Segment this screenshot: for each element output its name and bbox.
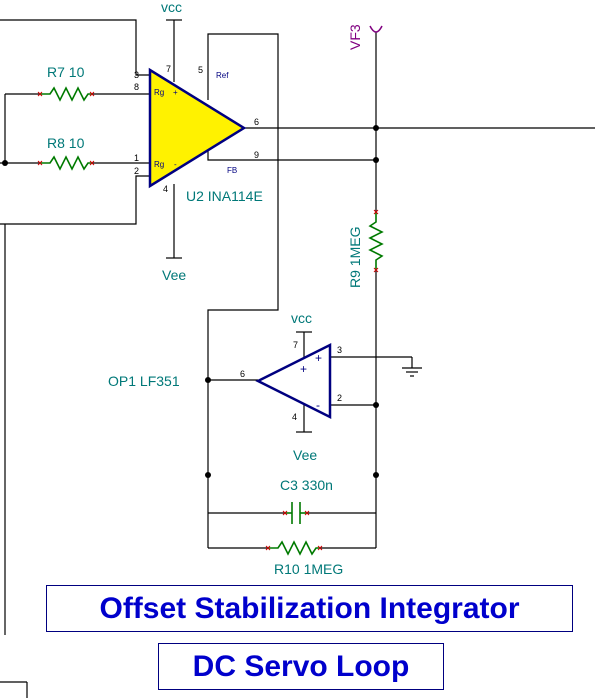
op1-label: OP1 LF351 [108,373,180,389]
r7-label: R7 10 [47,64,85,80]
u2-vcc-label: vcc [161,0,182,15]
u2-pin-7: 7 [166,64,171,74]
r9-label: R9 1MEG [347,227,363,288]
u2-rg-top-label: Rg [154,88,164,97]
op1-pin-3: 3 [337,345,342,355]
u2-pin-3: 3 [134,70,139,80]
main-title-box: Offset Stabilization Integrator [46,585,573,632]
u2-pin-1: 1 [134,153,139,163]
op-amp-op1[interactable]: + + - OP1 LF351 7 4 3 2 6 [108,340,342,422]
wires [0,19,595,698]
op1-pin-2: 2 [337,393,342,403]
capacitor-c3[interactable]: C3 330n [280,477,333,524]
resistor-r10[interactable]: R10 1MEG [268,540,343,577]
junction-dots [2,125,379,478]
junction-dot [373,472,379,478]
u2-body [148,67,247,189]
resistor-r7[interactable]: R7 10 [40,64,92,102]
u2-rg-bottom-label: Rg [154,160,164,169]
sub-title-box: DC Servo Loop [158,643,444,690]
u2-pin-9: 9 [254,150,259,160]
op1-pin-6: 6 [240,369,245,379]
resistor-r8[interactable]: R8 10 [40,135,92,171]
voltage-probe-vf3[interactable]: VF3 [347,24,383,50]
u2-minus-sign: - [174,160,177,169]
c3-label: C3 330n [280,477,333,493]
u2-pin-2: 2 [134,166,139,176]
r10-label: R10 1MEG [274,561,343,577]
op1-body [255,342,332,420]
u2-vee-label: Vee [162,267,186,283]
u2-pin-6: 6 [254,117,259,127]
junction-dot [205,472,211,478]
main-title: Offset Stabilization Integrator [99,591,520,625]
u2-plus-sign: + [173,88,178,97]
u2-pin-4: 4 [163,184,168,194]
vf3-label: VF3 [347,24,363,50]
op1-pin-7: 7 [293,340,298,350]
u2-pin-5: 5 [198,65,203,75]
resistor-r9[interactable]: R9 1MEG [347,212,384,288]
op1-inner-plus-sign: + [300,362,307,376]
probe-icon [369,25,383,33]
op1-minus-sign: - [316,398,320,412]
op1-vcc-label: vcc [291,310,312,326]
u2-pin-8: 8 [134,82,139,92]
op1-pin-4: 4 [292,412,297,422]
junction-dot [205,377,211,383]
op1-vee-label: Vee [293,447,317,463]
r8-label: R8 10 [47,135,85,151]
u2-fb-label: FB [227,166,237,175]
pin-markers [37,91,379,551]
op1-plus-sign: + [315,351,322,365]
junction-dot [2,160,8,166]
u2-ref-label: Ref [216,71,229,80]
junction-dot [373,157,379,163]
junction-dot [373,402,379,408]
junction-dot [373,125,379,131]
u2-label: U2 INA114E [186,188,263,204]
sub-title: DC Servo Loop [192,649,410,683]
ground-icon [402,367,422,377]
instrumentation-amplifier-u2[interactable]: Rg Rg + - Ref FB U2 INA114E 3 8 1 2 7 4 … [134,64,263,204]
